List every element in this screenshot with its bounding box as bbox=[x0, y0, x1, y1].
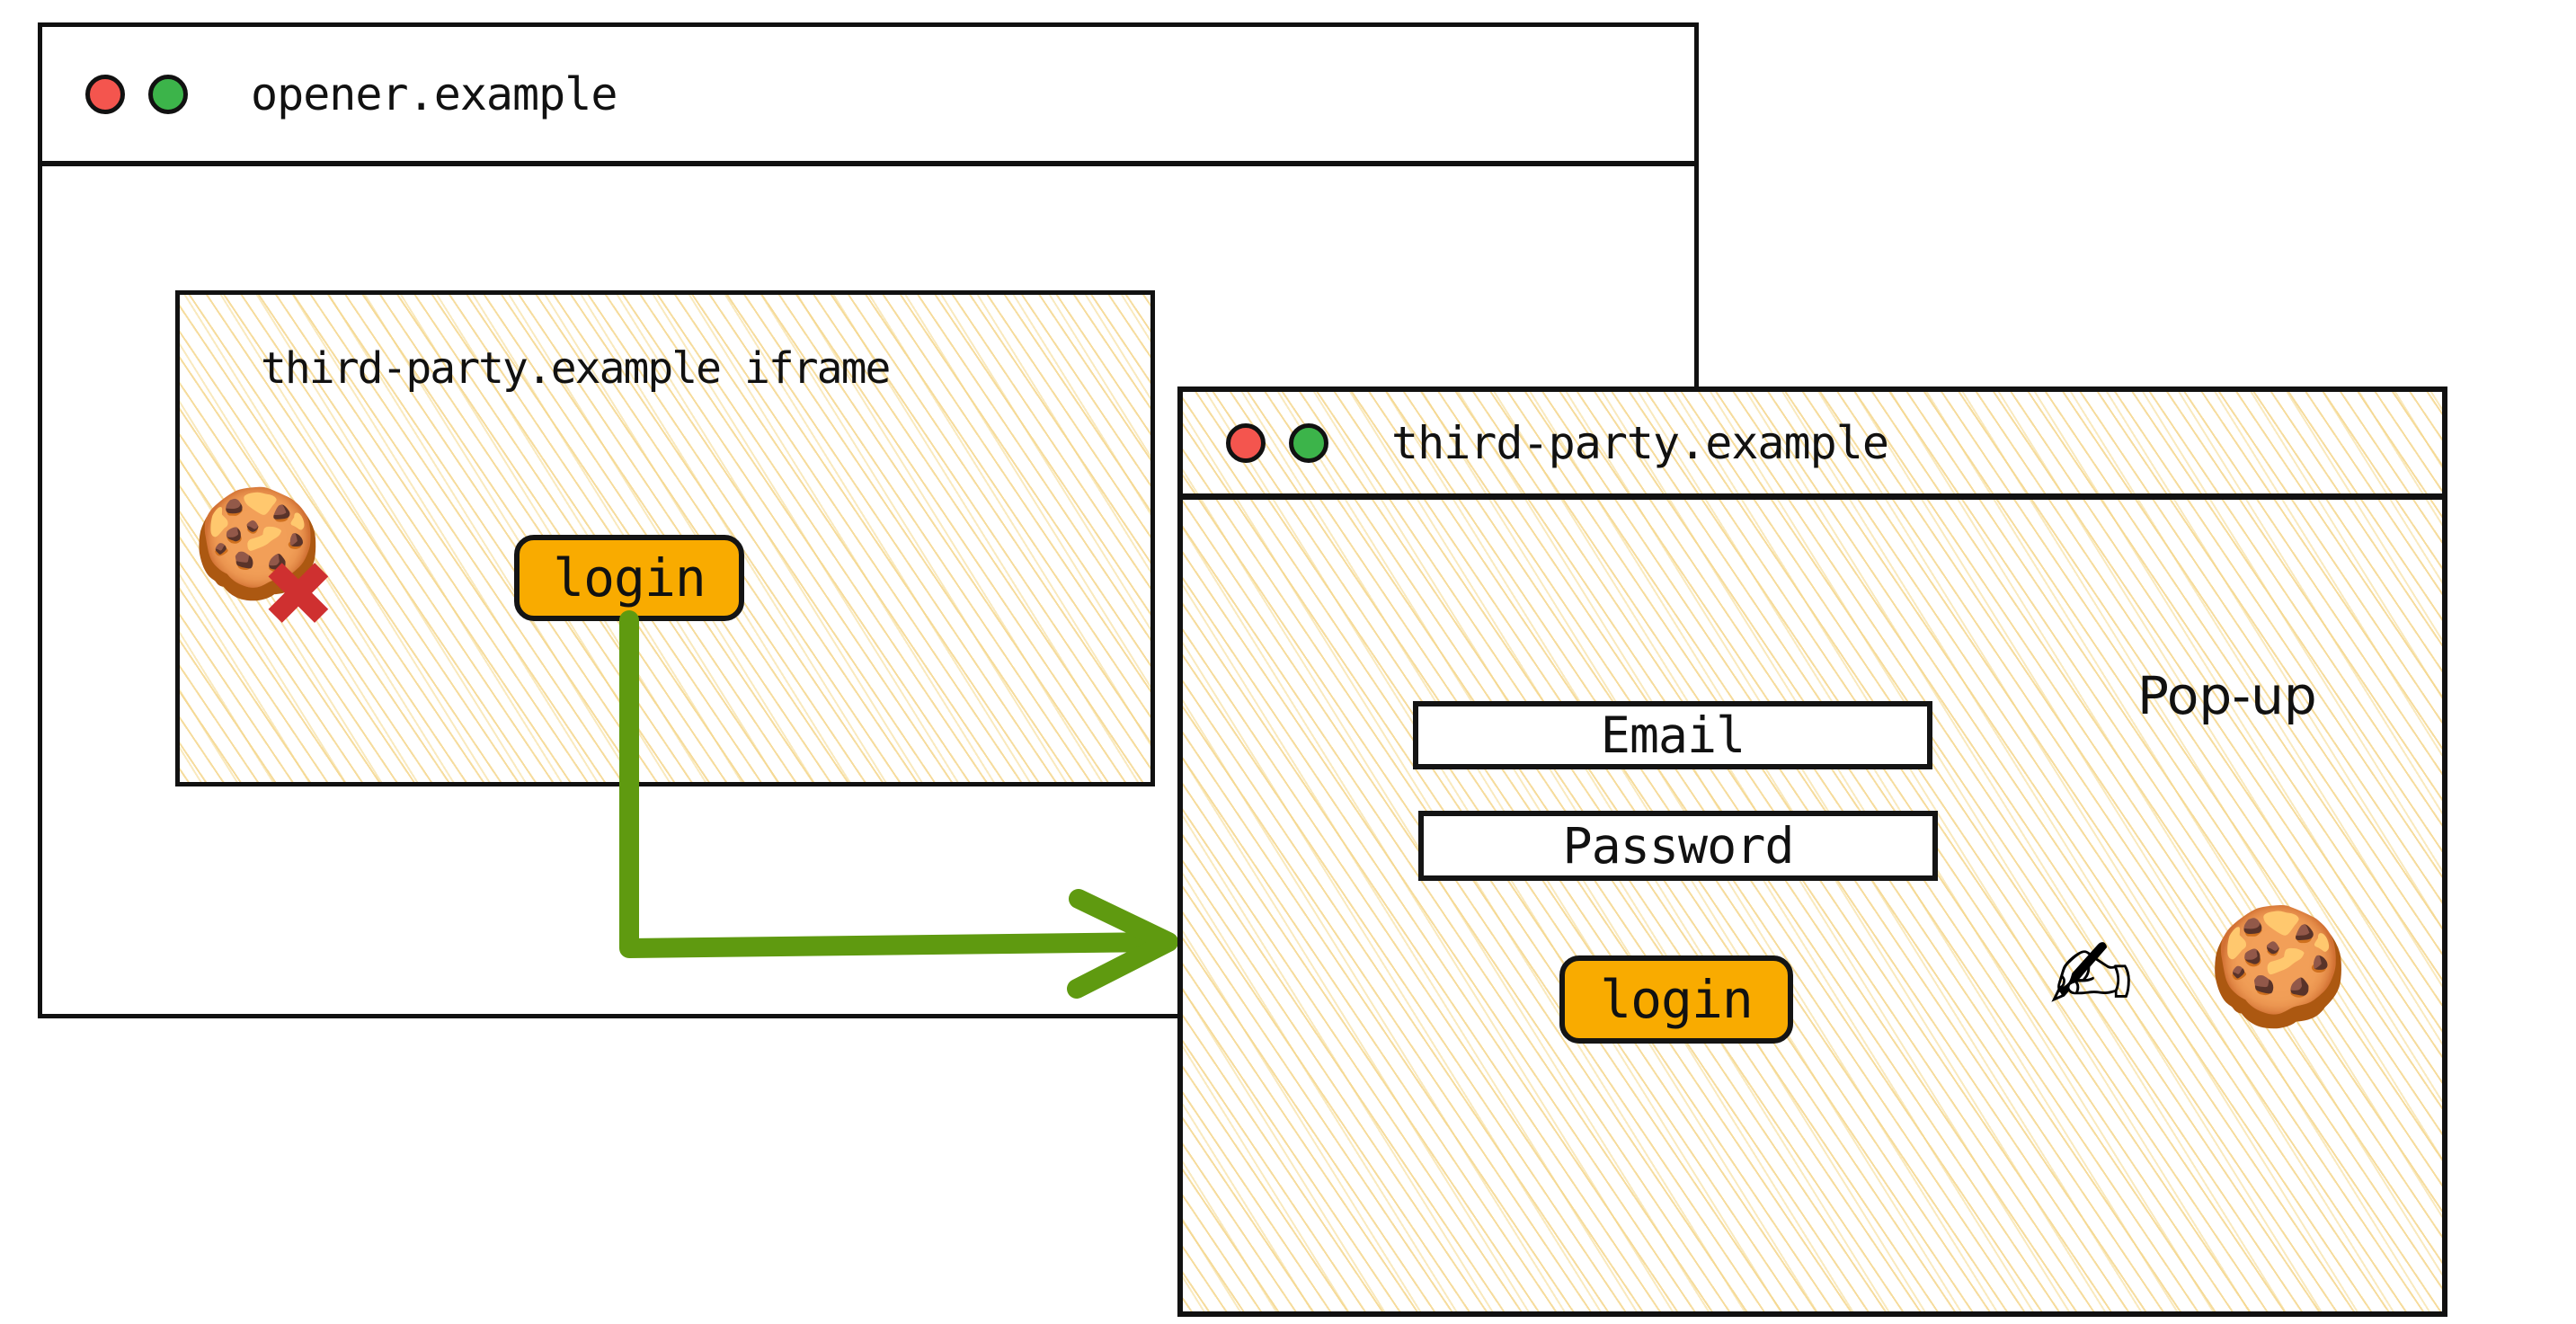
cookie-icon: 🍪 bbox=[191, 481, 324, 605]
iframe-title-label: third-party.example iframe bbox=[261, 343, 891, 394]
popup-traffic-lights bbox=[1226, 422, 1328, 463]
opener-title-bar: opener.example bbox=[42, 27, 1694, 166]
cookie-icon: 🍪 bbox=[2207, 900, 2350, 1034]
maximize-dot[interactable] bbox=[1289, 422, 1328, 463]
writing-hand-icon: ✍ bbox=[2049, 918, 2134, 1035]
password-field[interactable]: Password bbox=[1418, 811, 1938, 881]
cookie-blocked-x-icon: ✖ bbox=[261, 542, 336, 647]
popup-hatch-background bbox=[1183, 392, 2442, 1311]
popup-login-button[interactable]: login bbox=[1559, 955, 1793, 1044]
opener-traffic-lights bbox=[85, 74, 188, 114]
popup-title-bar: third-party.example bbox=[1183, 392, 2442, 500]
maximize-dot[interactable] bbox=[148, 74, 188, 114]
close-dot[interactable] bbox=[85, 74, 125, 114]
opener-window-title: opener.example bbox=[251, 67, 617, 120]
popup-browser-window: third-party.example bbox=[1177, 387, 2447, 1317]
popup-annotation-label: Pop-up bbox=[2137, 665, 2317, 726]
iframe-login-button[interactable]: login bbox=[514, 535, 744, 621]
close-dot[interactable] bbox=[1226, 422, 1266, 463]
popup-window-title: third-party.example bbox=[1391, 416, 1889, 469]
email-field[interactable]: Email bbox=[1413, 701, 1932, 769]
